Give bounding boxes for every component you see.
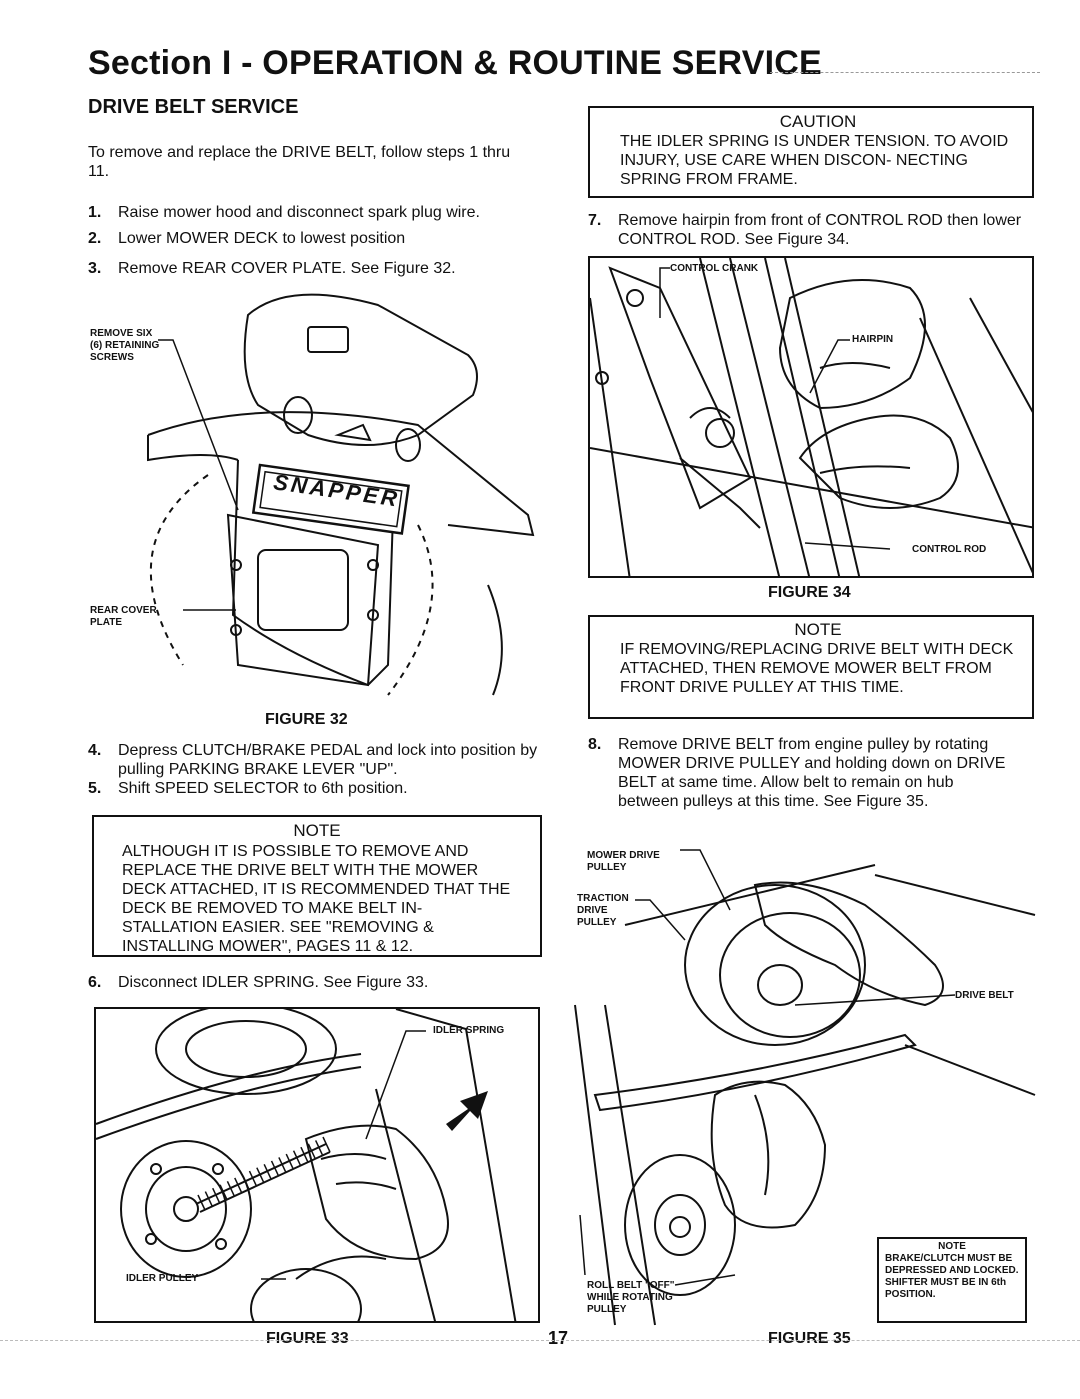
- spring-coil-mark: [256, 1167, 265, 1184]
- step-number: 3.: [88, 260, 102, 277]
- page-number: 17: [548, 1328, 569, 1348]
- intro-paragraph: To remove and replace the DRIVE BELT, fo…: [88, 144, 511, 180]
- figure-33-caption: FIGURE 33: [266, 1330, 349, 1347]
- step-5: 5. Shift SPEED SELECTOR to 6th position.: [88, 779, 538, 799]
- step-text: Lower MOWER DECK to lowest position: [118, 230, 406, 247]
- step-number: 4.: [88, 742, 102, 759]
- step-text: Shift SPEED SELECTOR to 6th position.: [118, 780, 408, 797]
- spring-coil-mark: [292, 1150, 302, 1166]
- figure-35-caption: FIGURE 35: [768, 1330, 851, 1347]
- step-4: 4. Depress CLUTCH/BRAKE PEDAL and lock i…: [88, 741, 538, 781]
- callout-hairpin: HAIRPIN: [852, 334, 894, 345]
- spring-coil-mark: [314, 1140, 324, 1156]
- drive-belt-drawing: [574, 849, 1036, 1326]
- callout-mower-drive-pulley: MOWER DRIVE PULLEY: [587, 850, 660, 873]
- step-6: 6. Disconnect IDLER SPRING. See Figure 3…: [88, 973, 538, 993]
- figure-34-caption: FIGURE 34: [768, 584, 851, 601]
- step-2: 2. Lower MOWER DECK to lowest position: [88, 229, 538, 249]
- step-text: Remove REAR COVER PLATE. See Figure 32.: [118, 260, 456, 277]
- step-text: Depress CLUTCH/BRAKE PEDAL and lock into…: [118, 742, 538, 778]
- figure-35-illustration: MOWER DRIVE PULLEY TRACTION DRIVE PULLEY…: [574, 845, 1036, 1326]
- callout-traction-drive-pulley: TRACTION DRIVE PULLEY: [577, 893, 629, 928]
- step-text: Raise mower hood and disconnect spark pl…: [118, 204, 480, 221]
- note-box-mower-belt: NOTE IF REMOVING/REPLACING DRIVE BELT WI…: [588, 615, 1034, 719]
- note-heading: NOTE: [293, 821, 341, 840]
- spring-coil-mark: [270, 1160, 280, 1177]
- step-number: 7.: [588, 212, 602, 229]
- figure-32-caption: FIGURE 32: [265, 711, 348, 728]
- caution-box: CAUTION THE IDLER SPRING IS UNDER TENSIO…: [588, 106, 1034, 198]
- caution-heading: CAUTION: [779, 112, 857, 131]
- callout-idler-spring: IDLER SPRING: [433, 1025, 505, 1036]
- step-text: Disconnect IDLER SPRING. See Figure 33.: [118, 974, 429, 991]
- figure-32-illustration: SNAPPER REMOVE SIX (6) RETAINING SCREWS …: [88, 285, 538, 705]
- figure-34-frame: CONTROL CRANK HAIRPIN CONTROL ROD: [588, 256, 1034, 578]
- spring-coil-mark: [248, 1170, 258, 1187]
- spring-coil-mark: [300, 1146, 309, 1163]
- spring-coil-mark: [307, 1143, 316, 1160]
- step-number: 1.: [88, 204, 102, 221]
- step-number: 2.: [88, 230, 102, 247]
- section-title: Section I - OPERATION & ROUTINE SERVICE: [88, 44, 822, 82]
- callout-control-crank: CONTROL CRANK: [670, 263, 759, 274]
- figure-35-note-heading: NOTE: [938, 1241, 966, 1252]
- callout-idler-pulley: IDLER PULLEY: [126, 1273, 199, 1284]
- note-body: ALTHOUGH IT IS POSSIBLE TO REMOVE AND RE…: [122, 843, 511, 955]
- spring-coil-mark: [204, 1191, 214, 1207]
- note-box-deck: NOTE ALTHOUGH IT IS POSSIBLE TO REMOVE A…: [92, 815, 542, 957]
- tractor-rear-drawing: [147, 293, 535, 696]
- step-text: Remove DRIVE BELT from engine pulley by …: [618, 736, 1006, 810]
- caution-body: THE IDLER SPRING IS UNDER TENSION. TO AV…: [620, 133, 1009, 188]
- spring-coil-mark: [263, 1163, 272, 1180]
- step-1: 1. Raise mower hood and disconnect spark…: [88, 203, 538, 223]
- callout-roll-belt: ROLL BELT "OFF" WHILE ROTATING PULLEY: [587, 1280, 675, 1315]
- figure-35-note-box: NOTE BRAKE/CLUTCH MUST BE DEPRESSED AND …: [877, 1237, 1027, 1323]
- spring-coil-mark: [212, 1187, 221, 1204]
- idler-spring-drawing: [96, 1009, 517, 1321]
- figure-33-frame: IDLER SPRING IDLER PULLEY: [94, 1007, 540, 1323]
- spring-coil-mark: [219, 1184, 228, 1201]
- note-heading: NOTE: [794, 620, 842, 639]
- step-number: 5.: [88, 780, 102, 797]
- note-body: IF REMOVING/REPLACING DRIVE BELT WITH DE…: [620, 641, 1014, 696]
- bottom-rule: [0, 1340, 1080, 1341]
- callout-control-rod: CONTROL ROD: [912, 544, 987, 555]
- spring-coil-mark: [285, 1153, 294, 1170]
- spring-coil-mark: [226, 1181, 236, 1197]
- control-rod-drawing: [590, 258, 1032, 576]
- callout-retaining-screws: REMOVE SIX (6) RETAINING SCREWS: [90, 328, 160, 363]
- figure-35-note-body: BRAKE/CLUTCH MUST BE DEPRESSED AND LOCKE…: [885, 1253, 1019, 1300]
- spring-coil-mark: [241, 1174, 250, 1190]
- callout-drive-belt: DRIVE BELT: [955, 990, 1014, 1001]
- spring-coil-mark: [322, 1136, 331, 1153]
- step-number: 8.: [588, 736, 602, 753]
- step-3: 3. Remove REAR COVER PLATE. See Figure 3…: [88, 259, 538, 279]
- spring-coil-mark: [197, 1194, 206, 1211]
- subsection-title: DRIVE BELT SERVICE: [88, 96, 299, 118]
- spring-coil-mark: [234, 1177, 243, 1194]
- step-number: 6.: [88, 974, 102, 991]
- spring-coil-mark: [278, 1157, 287, 1173]
- step-8: 8. Remove DRIVE BELT from engine pulley …: [588, 735, 1018, 835]
- step-7: 7. Remove hairpin from front of CONTROL …: [588, 211, 1034, 251]
- title-rule: [770, 72, 1040, 73]
- step-text: Remove hairpin from front of CONTROL ROD…: [618, 212, 1022, 248]
- callout-rear-cover-plate: REAR COVER PLATE: [90, 605, 157, 628]
